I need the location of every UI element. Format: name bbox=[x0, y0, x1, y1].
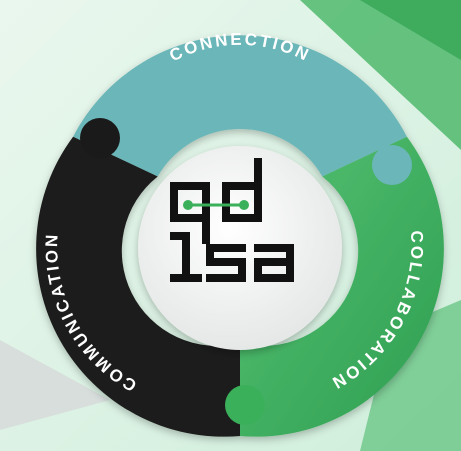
connection-segment bbox=[73, 35, 407, 177]
puzzle-knob-left bbox=[80, 118, 120, 158]
background-green-shape-bottom bbox=[360, 300, 461, 451]
qdlsa-logo bbox=[170, 158, 294, 282]
puzzle-knob-right bbox=[225, 385, 265, 425]
background-grey-shape bbox=[0, 340, 110, 430]
background-green-accent bbox=[360, 0, 461, 60]
puzzle-knob-top bbox=[372, 145, 412, 185]
logo-connector bbox=[183, 200, 249, 210]
collaboration-segment bbox=[240, 136, 444, 437]
background-green-shape bbox=[300, 0, 461, 150]
communication-segment bbox=[36, 136, 240, 437]
